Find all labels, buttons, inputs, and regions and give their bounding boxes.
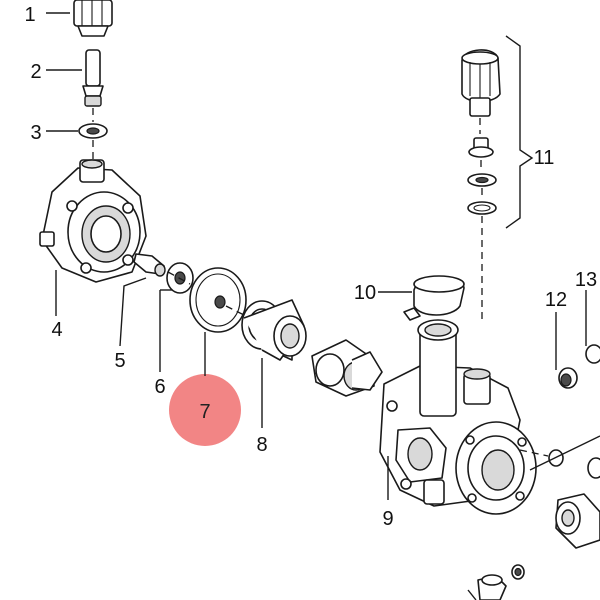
part-7-diaphragm[interactable]	[189, 267, 247, 333]
part-6-ring[interactable]	[166, 262, 194, 294]
part-9-main-body[interactable]	[379, 319, 537, 515]
leader-5	[119, 277, 147, 347]
part-10-cap[interactable]	[403, 275, 465, 321]
callout-9: 9	[382, 508, 393, 530]
bottom-fittings[interactable]	[467, 564, 525, 600]
callout-5: 5	[114, 350, 125, 372]
part-5-valve-stem[interactable]	[133, 253, 166, 277]
callout-2: 2	[30, 61, 41, 83]
callout-7: 7	[199, 401, 210, 423]
part-13-ring[interactable]	[585, 344, 600, 364]
part-4-pump-housing[interactable]	[39, 159, 147, 283]
part-3-washer[interactable]	[78, 123, 108, 139]
callout-11: 11	[534, 147, 555, 169]
callout-8: 8	[256, 434, 267, 456]
piston-adapter[interactable]	[311, 339, 383, 397]
callout-6: 6	[154, 376, 165, 398]
callout-13: 13	[575, 269, 597, 291]
part-12-plug[interactable]	[558, 367, 578, 389]
highlight-marker	[169, 374, 241, 446]
callout-10: 10	[354, 282, 376, 304]
bracket-11	[505, 35, 534, 229]
part-8-cylinder-sleeve[interactable]	[241, 299, 307, 361]
callout-4: 4	[51, 319, 62, 341]
part-2-hose-fitting[interactable]	[82, 49, 104, 107]
callout-1: 1	[24, 4, 35, 26]
part-1-cap[interactable]	[73, 0, 113, 37]
right-side-fittings[interactable]	[548, 449, 600, 549]
callout-12: 12	[545, 289, 567, 311]
part-11-valve-knob-assembly[interactable]	[461, 49, 501, 215]
callout-3: 3	[30, 122, 41, 144]
